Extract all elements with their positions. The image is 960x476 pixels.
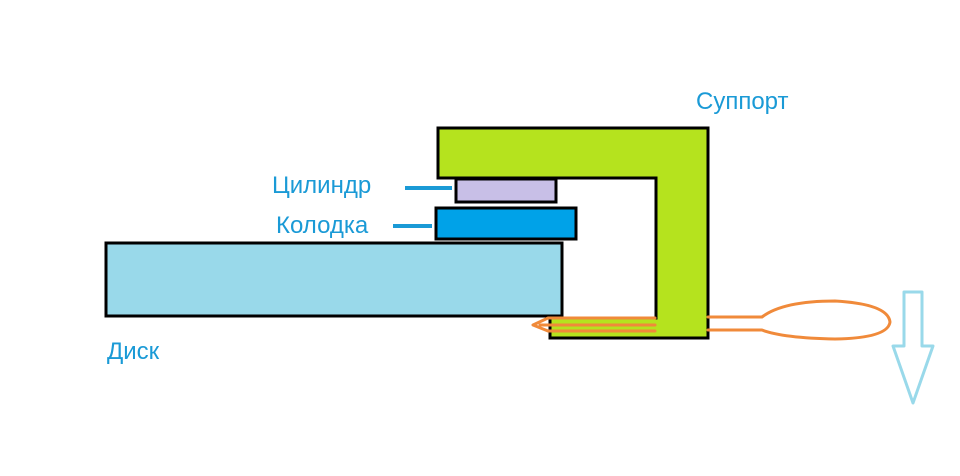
disc-label: Диск [107, 338, 160, 365]
support-label: Суппорт [696, 88, 789, 115]
cylinder-block [454, 177, 558, 204]
pad-block [434, 206, 578, 241]
down-arrow-icon [891, 290, 935, 405]
cylinder-label: Цилиндр [272, 172, 372, 199]
disc-block [104, 241, 564, 318]
screwdriver-tool [531, 299, 892, 341]
pad-label: Колодка [276, 212, 369, 239]
